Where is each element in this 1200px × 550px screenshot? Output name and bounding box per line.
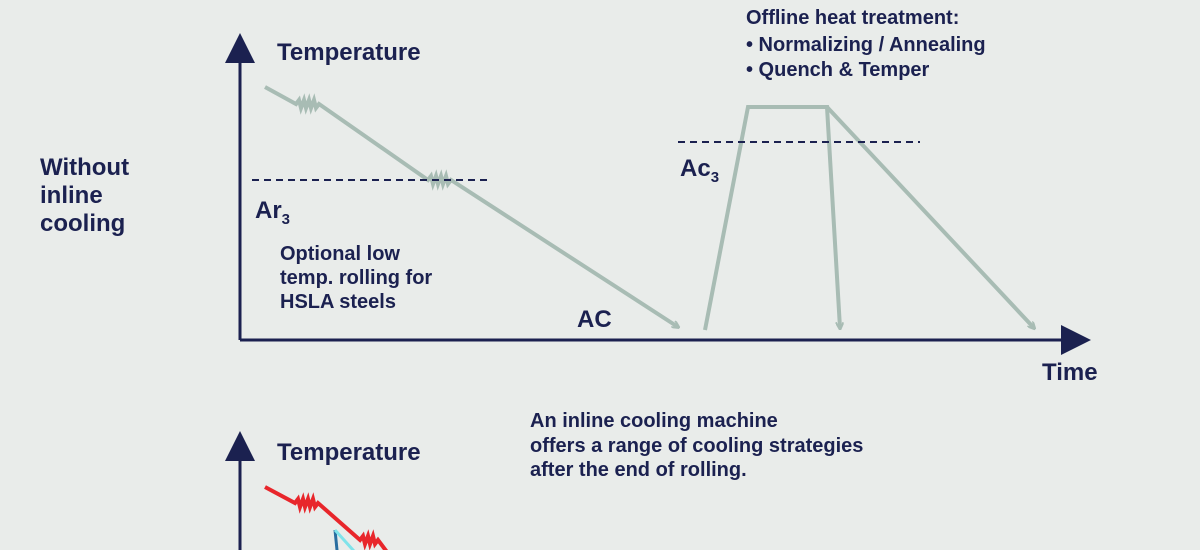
quench-curve xyxy=(703,105,840,331)
y-axis-label: Temperature xyxy=(277,39,421,66)
cooling-curve-light xyxy=(333,528,356,550)
offline-item: • Normalizing / Annealing xyxy=(746,34,986,56)
note-line: temp. rolling for xyxy=(280,267,432,289)
caption-line: after the end of rolling. xyxy=(530,459,747,481)
row-label-line: inline xyxy=(40,182,103,209)
offline-item: • Quench & Temper xyxy=(746,59,930,81)
note-line: HSLA steels xyxy=(280,291,396,313)
note-line: Optional low xyxy=(280,243,400,265)
bottom-y-axis-label: Temperature xyxy=(277,439,421,466)
normalize-curve xyxy=(825,105,1034,328)
hot-rolling-curve xyxy=(264,485,389,550)
ac-label: AC xyxy=(577,306,612,333)
offline-title: Offline heat treatment: xyxy=(746,7,959,29)
ac3-label: Ac3 xyxy=(680,155,719,186)
caption-line: An inline cooling machine xyxy=(530,410,778,432)
row-label-line: cooling xyxy=(40,210,125,237)
ar3-label: Ar3 xyxy=(255,197,290,228)
caption-line: offers a range of cooling strategies xyxy=(530,435,863,457)
row-label-line: Without xyxy=(40,154,129,181)
x-axis-label: Time xyxy=(1042,359,1098,386)
cooling-curve-dark xyxy=(333,529,339,550)
